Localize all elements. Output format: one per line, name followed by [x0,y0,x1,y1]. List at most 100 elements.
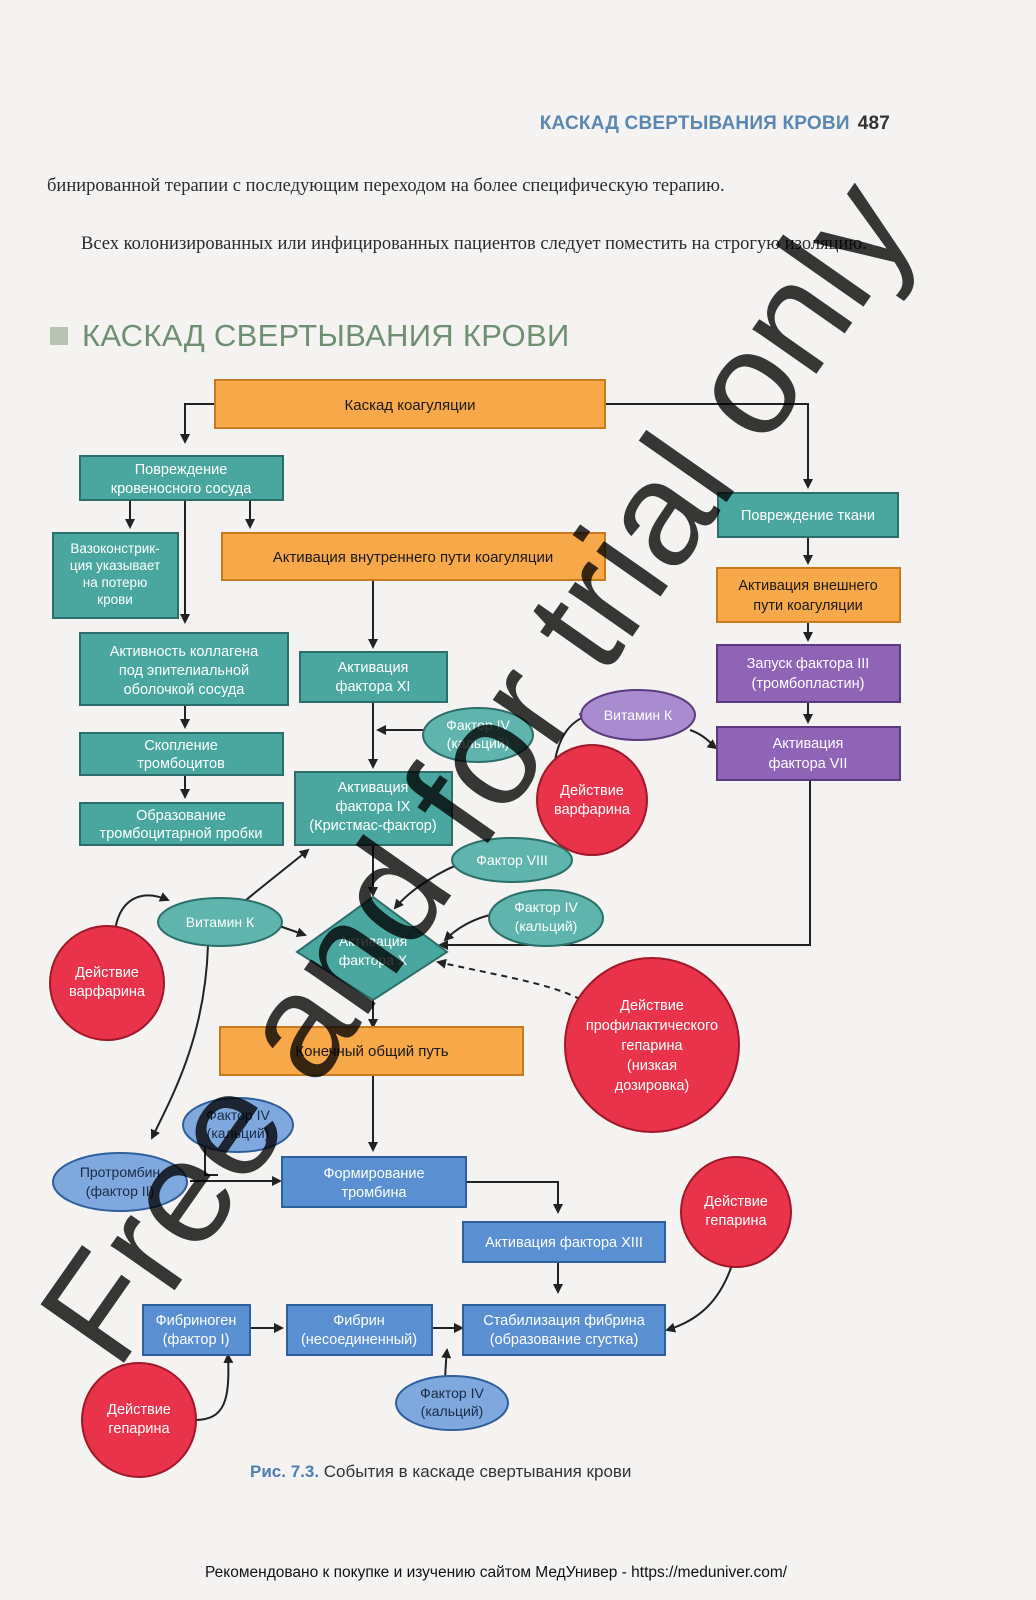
node-factor11: Активация фактора XI [299,651,448,703]
node-factor13-line-1: Активация фактора XIII [485,1235,643,1251]
paragraph-2: Всех колонизированных или инфицированных… [81,234,867,254]
node-prothrombin: Протромбин (фактор II) [52,1152,188,1212]
node-factor11-line-1: Активация [338,660,409,676]
node-factor4-d-line-2: (кальций) [421,1403,484,1419]
node-common-path: Конечный общий путь [219,1026,524,1076]
section-title: КАСКАД СВЕРТЫВАНИЯ КРОВИ [82,318,570,353]
node-factor4-a-line-1: Фактор IV [446,717,510,733]
page-number: 487 [857,113,890,134]
node-heparin-bottom: Действие гепарина [81,1362,197,1478]
node-plug-line-1: Образование [136,808,226,824]
node-factor10-line-1: Активация [339,933,407,949]
node-factor9-line-1: Активация [338,780,409,796]
node-stabilization-line-2: (образование сгустка) [490,1332,639,1348]
node-vitk-left-line-1: Витамин К [186,914,255,930]
node-heparin-prophylactic: Действие профилактического гепарина (низ… [564,957,740,1133]
node-heparin-right-line-1: Действие [704,1194,768,1210]
figure-label: Рис. 7.3. [250,1462,320,1481]
section-heading: КАСКАД СВЕРТЫВАНИЯ КРОВИ [50,318,570,354]
running-title: КАСКАД СВЕРТЫВАНИЯ КРОВИ [539,113,850,134]
node-prothrombin-line-1: Протромбин [80,1164,160,1180]
node-vessel-damage: Повреждение кровеносного сосуда [79,455,284,501]
node-vessel-damage-line-1: Повреждение [135,462,228,478]
node-intrinsic: Активация внутреннего пути коагуляции [221,532,606,581]
node-collagen-line-2: под эпителиальной [119,663,249,679]
figure-caption: Рис. 7.3. События в каскаде свертывания … [250,1462,631,1482]
node-collagen: Активность коллагена под эпителиальной о… [79,632,289,706]
node-warfarin-top: Действие варфарина [536,744,648,856]
node-heparin-prophylactic-line-5: дозировка) [615,1078,690,1094]
node-platelets: Скопление тромбоцитов [79,732,284,776]
node-vitk-left: Витамин К [157,897,283,947]
node-heparin-bottom-line-2: гепарина [108,1421,170,1437]
node-factor9-line-2: фактора IX [336,799,411,815]
node-warfarin-top-line-1: Действие [560,783,624,799]
node-warfarin-left-line-1: Действие [75,965,139,981]
node-factor8-line-1: Фактор VIII [476,852,547,868]
node-platelets-line-1: Скопление [144,738,218,754]
node-extrinsic-line-1: Активация внешнего [738,578,877,594]
node-fibrin-line-1: Фибрин [333,1313,385,1329]
figure-caption-text: События в каскаде свертывания крови [323,1462,632,1481]
node-warfarin-top-line-2: варфарина [554,802,631,818]
node-warfarin-left-line-2: варфарина [69,984,146,1000]
node-collagen-line-1: Активность коллагена [110,644,259,660]
node-stabilization-line-1: Стабилизация фибрина [483,1313,645,1329]
node-factor3-line-1: Запуск фактора III [747,656,870,672]
node-prothrombin-line-2: (фактор II) [86,1183,154,1199]
node-vitk-top: Витамин К [580,689,696,741]
node-collagen-line-3: оболочкой сосуда [124,682,246,698]
node-factor7: Активация фактора VII [716,726,901,781]
node-thrombin-line-1: Формирование [323,1166,424,1182]
footer-note: Рекомендовано к покупке и изучению сайто… [205,1564,788,1581]
node-cascade: Каскад коагуляции [214,379,606,429]
node-thrombin-line-2: тромбина [341,1185,407,1201]
node-factor4-a: Фактор IV (кальций) [422,707,534,763]
node-vasoconstriction-line-3: на потерю [83,575,147,590]
node-plug: Образование тромбоцитарной пробки [79,802,284,846]
node-heparin-prophylactic-line-1: Действие [620,998,684,1014]
node-fibrinogen-line-2: (фактор I) [163,1332,230,1348]
node-heparin-bottom-line-1: Действие [107,1402,171,1418]
node-factor4-d-line-1: Фактор IV [420,1385,484,1401]
node-vessel-damage-line-2: кровеносного сосуда [111,481,252,497]
node-thrombin: Формирование тромбина [281,1156,467,1208]
node-stabilization: Стабилизация фибрина (образование сгустк… [462,1304,666,1356]
node-factor4-c-line-2: (кальций) [207,1125,270,1141]
node-vasoconstriction-line-2: ция указывает [70,558,160,573]
node-factor10-line-2: фактора X [339,952,408,968]
node-factor4-c: Фактор IV (кальций) [182,1097,294,1153]
node-extrinsic: Активация внешнего пути коагуляции [716,567,901,623]
node-factor4-b-line-2: (кальций) [515,918,578,934]
node-heparin-prophylactic-line-2: профилактического [586,1018,718,1034]
section-square-icon [50,327,68,345]
node-factor3-line-2: (тромбопластин) [752,676,865,692]
node-warfarin-left: Действие варфарина [49,925,165,1041]
node-factor4-a-line-2: (кальций) [447,735,510,751]
node-factor10: Активация фактора X [295,895,449,1002]
node-vitk-top-line-1: Витамин К [604,707,673,723]
node-factor4-d: Фактор IV (кальций) [395,1375,509,1431]
node-fibrin-line-2: (несоединенный) [301,1332,417,1348]
node-platelets-line-2: тромбоцитов [137,756,225,772]
node-factor3: Запуск фактора III (тромбопластин) [716,644,901,703]
node-factor4-b-line-1: Фактор IV [514,899,578,915]
node-heparin-right-line-2: гепарина [705,1213,767,1229]
node-factor4-c-line-1: Фактор IV [206,1107,270,1123]
node-cascade-line-1: Каскад коагуляции [344,397,475,414]
node-tissue-damage-line-1: Повреждение ткани [741,508,875,524]
node-intrinsic-line-1: Активация внутреннего пути коагуляции [273,549,554,566]
node-factor9-line-3: (Кристмас-фактор) [309,818,436,834]
node-factor13: Активация фактора XIII [462,1221,666,1263]
node-factor7-line-2: фактора VII [769,756,848,772]
node-factor11-line-2: фактора XI [336,679,411,695]
node-heparin-prophylactic-line-3: гепарина [621,1038,683,1054]
node-factor7-line-1: Активация [773,736,844,752]
node-vasoconstriction-line-4: крови [97,592,133,607]
node-fibrinogen: Фибриноген (фактор I) [142,1304,251,1356]
node-fibrinogen-line-1: Фибриноген [156,1313,237,1329]
node-heparin-right: Действие гепарина [680,1156,792,1268]
node-factor4-b: Фактор IV (кальций) [488,889,604,947]
paragraph-1: бинированной терапии с последующим перех… [47,176,725,196]
